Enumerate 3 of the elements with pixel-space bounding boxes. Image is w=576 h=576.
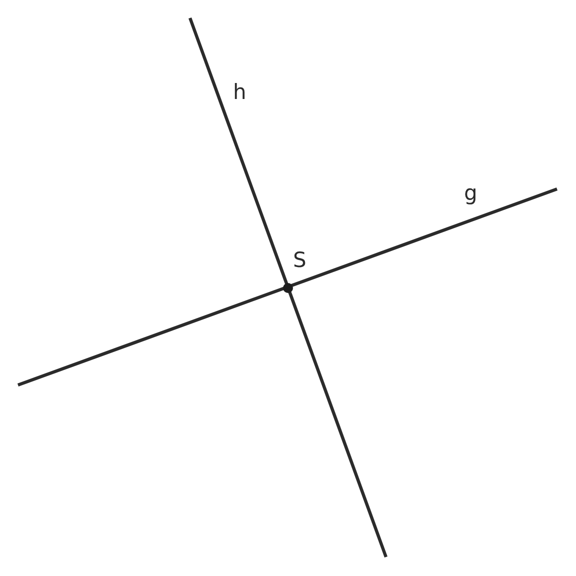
point-label: S xyxy=(293,250,306,271)
line-label: h xyxy=(233,82,246,103)
line-label: g xyxy=(464,183,478,204)
